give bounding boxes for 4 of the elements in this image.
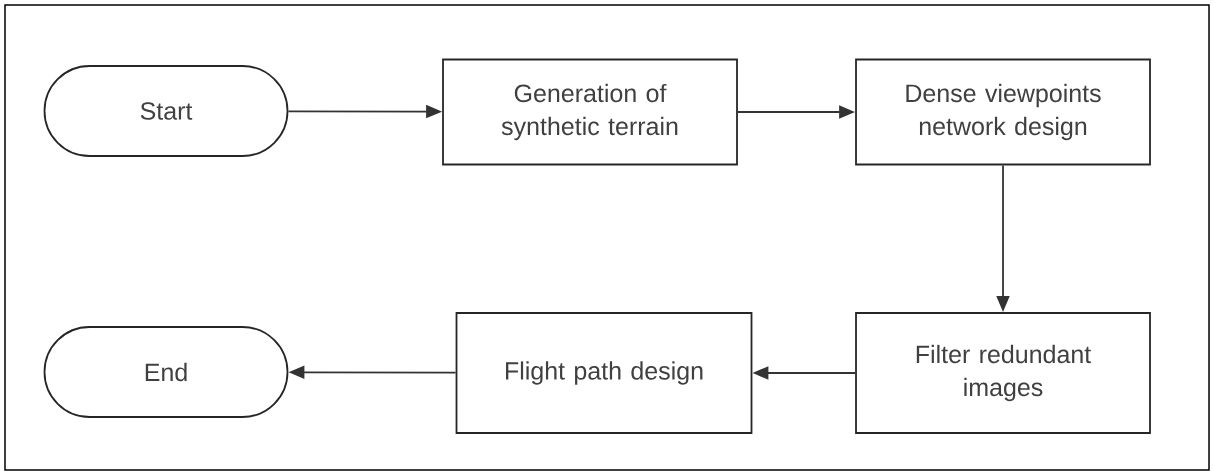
process-box: Filter redundant images <box>855 312 1151 434</box>
process-box: Flight path design <box>455 312 753 434</box>
process-box: Generation of synthetic terrain <box>442 58 738 166</box>
process-box: Dense viewpoints network design <box>855 58 1151 166</box>
